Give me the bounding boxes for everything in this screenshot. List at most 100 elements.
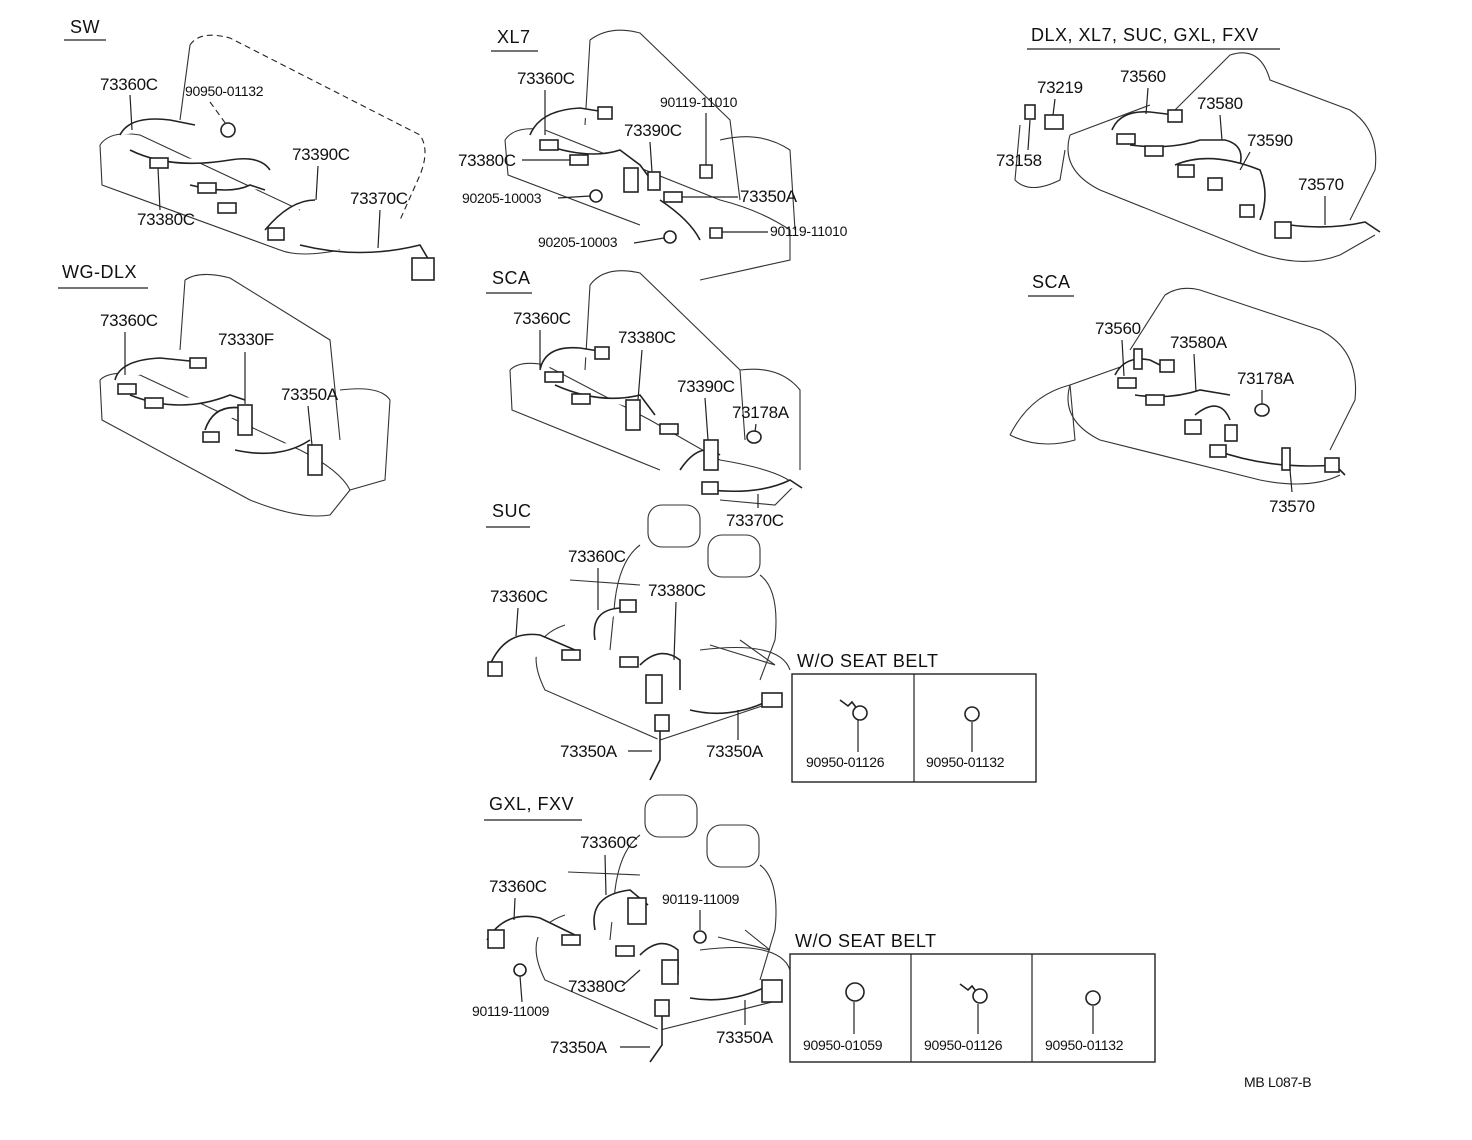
section-title-xl7: XL7 (497, 27, 531, 47)
side-panel-outline (1009, 384, 1076, 445)
wo-seat-belt-box (789, 953, 1156, 1063)
section-title-suc: SUC (492, 501, 532, 521)
leader-line (1289, 469, 1293, 493)
leader-line (315, 165, 319, 201)
label-part: 73370C (350, 189, 408, 208)
leader-line (307, 405, 313, 446)
buckle-icon (661, 959, 679, 985)
buckle-icon (663, 191, 683, 203)
label-part: 73360C (100, 75, 158, 94)
clip-icon (627, 897, 647, 925)
buckle-icon (1224, 424, 1238, 442)
retractor-icon (1324, 457, 1340, 473)
clip-icon (1133, 348, 1143, 370)
buckle-icon (149, 157, 169, 169)
label-part: 73390C (624, 121, 682, 140)
label-part: 90119-11010 (770, 223, 848, 239)
leader-line (754, 423, 757, 433)
clip-icon (1085, 990, 1101, 1006)
buckle-icon (487, 661, 503, 677)
label-part: 73350A (560, 742, 618, 761)
buckle-icon (267, 227, 285, 241)
label-part: 73360C (580, 833, 638, 852)
leader-line (633, 237, 665, 244)
seat-outline (1067, 287, 1357, 485)
belt-strap (489, 633, 576, 666)
bolt-icon (693, 930, 707, 944)
label-part: 90119-11009 (472, 1003, 550, 1019)
label-part: 73350A (716, 1028, 774, 1047)
belt-strap (539, 346, 606, 371)
leader-line (515, 607, 519, 637)
retractor-icon (411, 257, 435, 281)
section-sw: SW 73360C 90950-01132 73390C 73380C 7337… (64, 17, 435, 281)
seat-back-outline (189, 34, 426, 221)
clip-icon (1281, 447, 1291, 471)
label-part: 73350A (706, 742, 764, 761)
leader-line (513, 897, 516, 921)
bolt-icon (513, 963, 527, 977)
buckle-icon (1207, 177, 1223, 191)
bolt-icon (839, 699, 859, 711)
buckle-icon (202, 431, 220, 443)
leader-line (673, 601, 677, 661)
leader-line (704, 397, 709, 441)
buckle-icon (307, 444, 323, 476)
seat-outline (509, 270, 796, 506)
cap-icon (746, 430, 762, 444)
headrest-outline (706, 824, 760, 868)
label-part: 73178A (732, 403, 790, 422)
label-part: 90205-10003 (538, 234, 618, 250)
seat-outline (504, 29, 791, 281)
seat-side-outline (339, 388, 391, 491)
washer-icon (589, 189, 603, 203)
buckle-icon (647, 171, 661, 191)
buckle-icon (701, 481, 719, 495)
buckle-icon (117, 383, 137, 395)
cover-icon (1044, 114, 1064, 130)
clip-icon (619, 599, 637, 613)
label-part: 73178A (1237, 369, 1295, 388)
section-dlx-group: DLX, XL7, SUC, GXL, FXV 73219 73560 7358… (996, 25, 1381, 262)
belt-strap (529, 107, 606, 136)
buckle-icon (1209, 444, 1227, 458)
grommet-icon (845, 982, 865, 1002)
seat-outline (535, 834, 791, 1031)
leader-line (377, 209, 381, 249)
bolt-icon (699, 164, 713, 179)
side-panel-outline (1014, 124, 1066, 189)
belt-strap (689, 699, 771, 715)
label-part: 90119-11010 (660, 94, 738, 110)
leader-line (1145, 87, 1149, 115)
buckle-icon (1116, 133, 1136, 145)
buckle-icon (619, 656, 639, 668)
label-part: 73360C (100, 311, 158, 330)
label-part: 73570 (1298, 175, 1344, 194)
label-part: 90205-10003 (462, 190, 542, 206)
leader-line (209, 101, 227, 125)
section-title-wg-dlx: WG-DLX (62, 262, 137, 282)
buckle-icon (487, 929, 505, 949)
label-part: 73158 (996, 151, 1042, 170)
leader-line (557, 195, 591, 199)
label-part: 73360C (489, 877, 547, 896)
bolt-head-icon (852, 705, 868, 721)
section-title-dlx-group: DLX, XL7, SUC, GXL, FXV (1031, 25, 1259, 45)
seat-outline (1067, 52, 1377, 262)
section-wg-dlx: WG-DLX 73360C 73330F 73350A (58, 262, 391, 517)
section-gxl-fxv: GXL, FXV 73360C 73360C 90119-11009 73380… (472, 794, 1156, 1063)
label-part: 90950-01132 (185, 83, 264, 99)
buckle-icon (703, 439, 719, 471)
label-part: 73380C (648, 581, 706, 600)
leader-line (1193, 353, 1197, 393)
leader-line (637, 349, 643, 401)
label-part: 73580 (1197, 94, 1243, 113)
label-part: 73390C (292, 145, 350, 164)
label-part: 73330F (218, 330, 274, 349)
leader-line (1121, 339, 1125, 377)
buckle-icon (623, 167, 639, 193)
label-part: 90950-01059 (803, 1037, 883, 1053)
belt-strap (593, 607, 621, 641)
seat-cushion-outline (99, 44, 341, 255)
belt-strap (1111, 111, 1176, 131)
